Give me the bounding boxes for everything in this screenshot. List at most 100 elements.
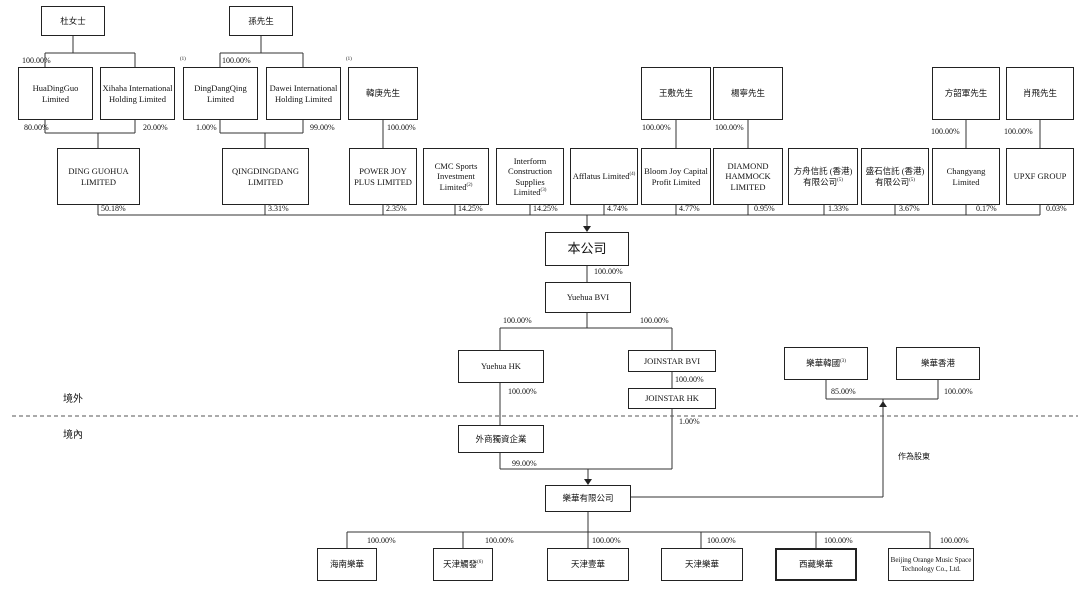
- shareholder-pct: 4.77%: [679, 204, 700, 213]
- korea-box: 樂華韓國(3): [784, 347, 868, 380]
- du-box: 杜女士: [41, 6, 105, 36]
- xiao-label: 肖飛先生: [1022, 88, 1057, 99]
- huadingguo-label: HuaDingGuo Limited: [32, 83, 79, 104]
- sun-box: 孫先生: [229, 6, 293, 36]
- shareholder-label: Changyang Limited: [946, 166, 986, 187]
- subsidiary-pct: 100.00%: [367, 536, 396, 545]
- wang-pct: 100.00%: [642, 123, 671, 132]
- subsidiary-label: 海南樂華: [329, 559, 364, 570]
- sun-pct: 100.00%: [222, 56, 251, 65]
- du-label: 杜女士: [60, 15, 86, 26]
- shareholder-label: DING GUOHUA LIMITED: [68, 166, 129, 187]
- subsidiary-box: 西藏樂華: [775, 548, 857, 581]
- shareholder-pct: 0.17%: [976, 204, 997, 213]
- sun-label: 孫先生: [248, 15, 274, 26]
- wfoe-box: 外商獨資企業: [458, 425, 544, 453]
- shareholder-box: DING GUOHUA LIMITED: [57, 148, 140, 205]
- yuehua-hk-pct: 100.00%: [508, 387, 537, 396]
- shareholder-box: CMC Sports Investment Limited(2): [423, 148, 489, 205]
- shareholder-box: QINGDINGDANG LIMITED: [222, 148, 309, 205]
- shareholder-pct: 14.25%: [533, 204, 558, 213]
- han-pct: 100.00%: [387, 123, 416, 132]
- joinstar-bvi-label: JOINSTAR BVI: [643, 355, 701, 366]
- company-to-bvi-pct: 100.00%: [594, 267, 623, 276]
- shareholder-box: POWER JOY PLUS LIMITED: [349, 148, 417, 205]
- xihaha-pct: 20.00%: [143, 123, 168, 132]
- sun-trust-note: 𥡷過信託控制(1): [311, 56, 352, 66]
- company-box: 本公司: [545, 232, 629, 266]
- shareholder-label-text: 作為股東: [898, 452, 930, 461]
- shareholder-label: UPXF GROUP: [1013, 171, 1067, 182]
- dingdangqing-pct: 1.00%: [196, 123, 217, 132]
- wfoe-pct: 99.00%: [512, 459, 537, 468]
- du-pct: 100.00%: [22, 56, 51, 65]
- bvi-right-pct: 100.00%: [640, 316, 669, 325]
- shareholder-label: DIAMOND HAMMOCK LIMITED: [725, 161, 771, 192]
- shareholder-label: CMC Sports Investment Limited(2): [434, 161, 478, 192]
- huadingguo-pct: 80.00%: [24, 123, 49, 132]
- shareholder-box: Interform Construction Supplies Limited(…: [496, 148, 564, 205]
- dawei-label: Dawei International Holding Limited: [269, 83, 338, 104]
- shareholder-label: QINGDINGDANG LIMITED: [231, 166, 300, 187]
- fang-label: 方韶軍先生: [944, 88, 988, 99]
- shareholder-pct: 2.35%: [386, 204, 407, 213]
- huadingguo-box: HuaDingGuo Limited: [18, 67, 93, 120]
- yang-pct: 100.00%: [715, 123, 744, 132]
- shareholder-pct: 0.95%: [754, 204, 775, 213]
- subsidiary-label: 天津觸發(6): [443, 559, 483, 570]
- shareholder-box: UPXF GROUP: [1006, 148, 1074, 205]
- shareholder-pct: 3.67%: [899, 204, 920, 213]
- shareholder-pct: 50.18%: [101, 204, 126, 213]
- dingdangqing-box: DingDangQing Limited: [183, 67, 258, 120]
- yuehua-hk-label: Yuehua HK: [481, 361, 521, 372]
- joinstar-hk-pct: 1.00%: [679, 417, 700, 426]
- fang-box: 方韶軍先生: [932, 67, 1000, 120]
- subsidiary-label: 西藏樂華: [798, 559, 833, 570]
- hongkong-label: 樂華香港: [920, 358, 955, 369]
- xihaha-box: Xihaha International Holding Limited: [100, 67, 175, 120]
- subsidiary-box: 天津樂華: [661, 548, 743, 581]
- xiao-box: 肖飛先生: [1006, 67, 1074, 120]
- shareholder-label: 方舟信託 (香港) 有限公司(5): [793, 166, 853, 187]
- wfoe-label: 外商獨資企業: [475, 433, 527, 444]
- bvi-left-pct: 100.00%: [503, 316, 532, 325]
- subsidiary-label: 天津壹華: [570, 559, 605, 570]
- yuehua-ltd-box: 樂華有限公司: [545, 485, 631, 512]
- yang-label: 楊寧先生: [730, 88, 765, 99]
- yang-box: 楊寧先生: [713, 67, 783, 120]
- dingdangqing-label: DingDangQing Limited: [194, 83, 247, 104]
- subsidiary-box: 天津壹華: [547, 548, 629, 581]
- yuehua-hk-box: Yuehua HK: [458, 350, 544, 383]
- dawei-box: Dawei International Holding Limited: [266, 67, 341, 120]
- offshore-label: 境外: [63, 394, 83, 405]
- shareholder-label: Afflatus Limited(4): [572, 171, 636, 182]
- wang-label: 王敷先生: [658, 88, 693, 99]
- fang-pct: 100.00%: [931, 127, 960, 136]
- korea-label: 樂華韓國(3): [806, 358, 846, 369]
- shareholder-box: Changyang Limited: [932, 148, 1000, 205]
- joinstar-bvi-box: JOINSTAR BVI: [628, 350, 716, 372]
- joinstar-hk-label: JOINSTAR HK: [645, 393, 699, 404]
- shareholder-pct: 3.31%: [268, 204, 289, 213]
- subsidiary-box: Beijing Orange Music Space Technology Co…: [888, 548, 974, 581]
- subsidiary-label: 天津樂華: [684, 559, 719, 570]
- joinstar-bvi-pct: 100.00%: [675, 375, 704, 384]
- shareholder-label: Interform Construction Supplies Limited(…: [508, 156, 552, 197]
- subsidiary-pct: 100.00%: [707, 536, 736, 545]
- shareholder-pct: 1.33%: [828, 204, 849, 213]
- yuehua-ltd-label: 樂華有限公司: [562, 493, 614, 504]
- du-trust-note: 𥡷過信託控制(1): [145, 56, 186, 66]
- subsidiary-pct: 100.00%: [592, 536, 621, 545]
- subsidiary-pct: 100.00%: [940, 536, 969, 545]
- yuehua-bvi-box: Yuehua BVI: [545, 282, 631, 313]
- shareholder-box: 方舟信託 (香港) 有限公司(5): [788, 148, 858, 205]
- subsidiary-label: Beijing Orange Music Space Technology Co…: [890, 556, 972, 573]
- xihaha-label: Xihaha International Holding Limited: [102, 83, 173, 104]
- wang-box: 王敷先生: [641, 67, 711, 120]
- shareholder-box: DIAMOND HAMMOCK LIMITED: [713, 148, 783, 205]
- shareholder-pct: 4.74%: [607, 204, 628, 213]
- shareholder-label: POWER JOY PLUS LIMITED: [354, 166, 412, 187]
- han-box: 韓庚先生: [348, 67, 418, 120]
- company-label: 本公司: [567, 241, 607, 257]
